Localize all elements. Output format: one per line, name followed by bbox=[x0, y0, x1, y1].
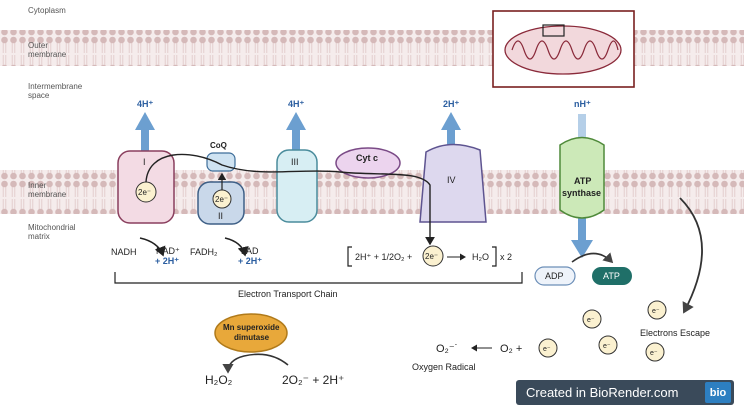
sod-substrate-label: 2O₂⁻ + 2H⁺ bbox=[282, 373, 344, 387]
fad-h-label: + 2H⁺ bbox=[238, 256, 262, 266]
proton-arrow-4 bbox=[441, 112, 461, 158]
atp-synthase bbox=[559, 136, 605, 219]
proton-arrow-atp bbox=[571, 114, 593, 258]
equation-bracket-left bbox=[347, 246, 352, 267]
cyt-c-label: Cyt c bbox=[356, 153, 378, 163]
free-electron-5: e⁻ bbox=[538, 338, 558, 358]
proton-label-atp: nH⁺ bbox=[574, 99, 591, 109]
label-outer-membrane-1: Outer bbox=[28, 41, 48, 50]
electron-escape-arrow bbox=[679, 197, 703, 314]
adp-atp-arrow bbox=[571, 252, 614, 264]
sod-enzyme bbox=[214, 313, 288, 353]
adp-label: ADP bbox=[545, 271, 564, 281]
free-electron-4: e⁻ bbox=[645, 342, 665, 362]
complex-4 bbox=[419, 143, 487, 223]
label-inner-membrane-1: Inner bbox=[28, 181, 47, 190]
free-electron-3-label: e⁻ bbox=[603, 343, 611, 350]
fadh2-arrow bbox=[224, 237, 249, 257]
atp-synthase-label-2: synthase bbox=[562, 188, 601, 198]
nadh-arrow bbox=[139, 237, 166, 257]
atp-label: ATP bbox=[603, 271, 620, 281]
equation-mult: x 2 bbox=[500, 252, 512, 262]
mitochondrion-inset bbox=[492, 10, 635, 88]
label-matrix-2: matrix bbox=[28, 232, 50, 241]
label-inner-membrane-2: membrane bbox=[28, 190, 67, 199]
biorender-logo-icon: bio bbox=[705, 382, 731, 403]
free-electron-3: e⁻ bbox=[598, 335, 618, 355]
label-intermembrane-2: space bbox=[28, 91, 50, 100]
electron-pair-1-label: 2e⁻ bbox=[138, 188, 151, 197]
free-electron-4-label: e⁻ bbox=[650, 350, 658, 357]
oxygen-radical-label: Oxygen Radical bbox=[412, 362, 476, 372]
complex-3 bbox=[276, 149, 318, 223]
complex-3-label: III bbox=[291, 157, 299, 167]
label-outer-membrane-2: membrane bbox=[28, 50, 67, 59]
proton-label-4: 2H⁺ bbox=[443, 99, 460, 109]
fad-label: FAD bbox=[241, 246, 259, 256]
free-electron-1: e⁻ bbox=[582, 309, 602, 329]
coq-label: CoQ bbox=[210, 141, 227, 150]
sod-label-2: dimutase bbox=[234, 333, 270, 342]
sod-arrow bbox=[222, 353, 289, 374]
o2-plus-label: O₂ + bbox=[500, 343, 522, 355]
fadh2-label: FADH₂ bbox=[190, 247, 218, 257]
nad-label: NAD⁺ bbox=[156, 246, 180, 256]
sod-label-1: Mn superoxide bbox=[223, 323, 280, 332]
electron-pair-2-label: 2e⁻ bbox=[215, 195, 228, 204]
free-electron-1-label: e⁻ bbox=[587, 317, 595, 324]
proton-label-3: 4H⁺ bbox=[288, 99, 305, 109]
nadh-label: NADH bbox=[111, 247, 137, 257]
biorender-badge[interactable]: Created in BioRender.com bio bbox=[516, 380, 734, 405]
label-intermembrane-1: Intermembrane bbox=[28, 82, 83, 91]
complex-2-label: II bbox=[218, 211, 223, 221]
etc-bracket bbox=[114, 272, 523, 284]
electrons-escape-label: Electrons Escape bbox=[640, 328, 710, 338]
complex-1-label: I bbox=[143, 157, 146, 167]
equation-left: 2H⁺ + 1/2O₂ + bbox=[355, 252, 412, 262]
label-matrix-1: Mitochondrial bbox=[28, 223, 76, 232]
superoxide-label: O₂⁻˙ bbox=[436, 343, 458, 355]
proton-label-1: 4H⁺ bbox=[137, 99, 154, 109]
equation-electron-label: 2e⁻ bbox=[425, 252, 438, 261]
equation-right: H₂O bbox=[472, 252, 489, 262]
electron-path bbox=[145, 153, 435, 246]
free-electron-2: e⁻ bbox=[647, 300, 667, 320]
atp-synthase-label-1: ATP bbox=[574, 176, 591, 186]
nad-h-label: + 2H⁺ bbox=[155, 256, 179, 266]
label-cytoplasm: Cytoplasm bbox=[28, 6, 66, 15]
etc-label: Electron Transport Chain bbox=[238, 289, 338, 299]
free-electron-5-label: e⁻ bbox=[543, 346, 551, 353]
complex-4-label: IV bbox=[447, 175, 456, 185]
cyt-c bbox=[335, 147, 401, 179]
h2o2-label: H₂O₂ bbox=[205, 373, 233, 387]
free-electron-2-label: e⁻ bbox=[652, 308, 660, 315]
badge-text: Created in BioRender.com bbox=[526, 385, 679, 400]
adp-pill bbox=[534, 266, 576, 286]
atp-pill bbox=[592, 267, 632, 285]
equation-bracket-right bbox=[492, 246, 497, 267]
equation-electron-icon bbox=[422, 245, 444, 267]
